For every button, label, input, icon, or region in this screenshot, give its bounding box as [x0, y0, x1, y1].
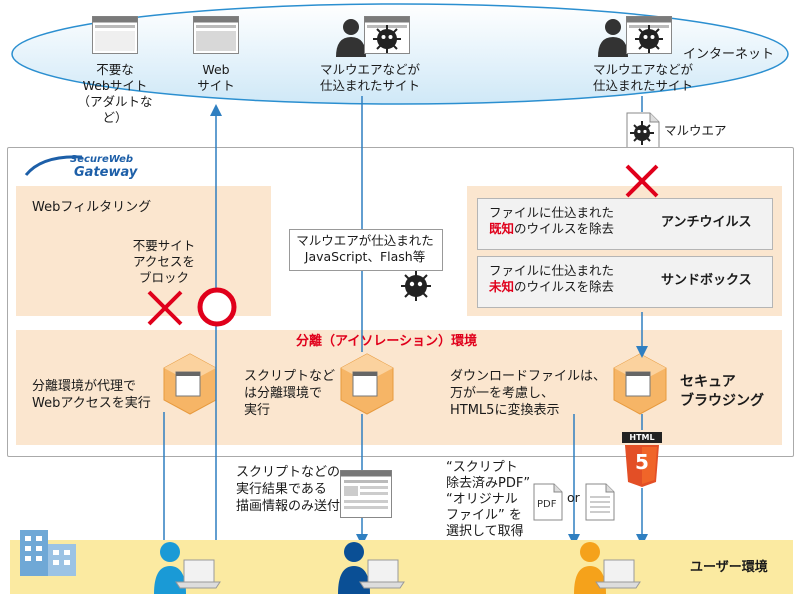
download-text-line: 万が一を考慮し、 — [450, 386, 555, 401]
download-text-line: HTML5に変換表示 — [450, 403, 560, 418]
proxy-text-line: 分離環境が代理で — [32, 379, 137, 394]
render-info-icon — [340, 470, 392, 518]
download-text: ダウンロードファイルは、 万が一を考慮し、 HTML5に変換表示 — [450, 368, 606, 419]
antivirus-line2-rest: のウイルスを除去 — [514, 221, 615, 236]
secure-browsing-line: ブラウジング — [680, 393, 764, 409]
malware-doc-label: マルウエア — [664, 123, 727, 138]
script-result-line: 実行結果である — [236, 482, 327, 497]
script-result-text: スクリプトなどの 実行結果である 描画情報のみ送付 — [236, 464, 340, 515]
malware-site-line: 仕込まれたサイト — [592, 78, 693, 93]
block-text-line: ブロック — [138, 270, 189, 285]
unwanted-site-line: 不要な — [96, 62, 134, 77]
block-text-line: 不要サイト — [132, 238, 196, 253]
web-site-label: Web サイト — [186, 62, 246, 94]
script-isolation-line: 実行 — [244, 403, 271, 418]
sandbox-card — [477, 256, 773, 308]
building-icon — [20, 530, 76, 576]
block-text-line: アクセスを — [133, 254, 195, 269]
unwanted-site-line: Webサイト — [82, 78, 148, 93]
pdf-label: PDF — [537, 499, 557, 510]
isolation-cube-icon — [163, 353, 217, 415]
download-text-line: ダウンロードファイルは、 — [450, 369, 607, 384]
web-site-line: サイト — [197, 78, 235, 93]
pdf-choice-line: “オリジナル — [446, 492, 518, 507]
virus-icon — [373, 25, 401, 53]
web-site-line: Web — [202, 62, 230, 77]
pdf-choice-text: “スクリプト 除去済みPDF” “オリジナル ファイル” を 選択して取得 — [446, 460, 530, 540]
sandbox-line2: 未知のウイルスを除去 — [489, 279, 614, 295]
html5-icon — [622, 432, 662, 487]
unwanted-site-label: 不要な Webサイト （アダルトなど） — [70, 62, 160, 126]
gateway-logo-line1: SecureWeb — [70, 154, 134, 165]
html5-digit: 5 — [635, 450, 649, 474]
html5-label: HTML — [629, 433, 655, 442]
user-with-laptop-icon — [338, 542, 405, 594]
script-isolation-line: スクリプトなど — [244, 369, 336, 384]
unwanted-site-line: （アダルトなど） — [77, 94, 153, 125]
browser-window-icon — [92, 16, 138, 54]
original-file-icon — [585, 483, 615, 521]
user-with-laptop-icon — [574, 542, 641, 594]
malware-site-line: マルウエアなどが — [592, 62, 693, 77]
internet-label: インターネット — [683, 47, 775, 62]
virus-icon — [635, 25, 663, 53]
sandbox-desc: ファイルに仕込まれた 未知のウイルスを除去 — [489, 263, 614, 295]
unknown-emphasis: 未知 — [489, 279, 515, 294]
browser-window-icon — [193, 16, 239, 54]
malware-site-label: マルウエアなどが 仕込まれたサイト — [578, 62, 708, 94]
malware-site-label: マルウエアなどが 仕込まれたサイト — [305, 62, 435, 94]
user-with-laptop-icon — [154, 542, 221, 594]
antivirus-line2: 既知のウイルスを除去 — [489, 221, 614, 237]
malware-site-line: 仕込まれたサイト — [319, 78, 420, 93]
pdf-choice-line: “スクリプト — [446, 460, 518, 475]
sandbox-label: サンドボックス — [661, 273, 752, 288]
pdf-file-icon — [533, 483, 563, 521]
known-emphasis: 既知 — [489, 221, 515, 236]
antivirus-label: アンチウイルス — [661, 215, 752, 230]
isolation-cube-icon — [340, 353, 394, 415]
script-result-line: 描画情報のみ送付 — [236, 499, 341, 514]
script-isolation-text: スクリプトなど は分離環境で 実行 — [244, 368, 335, 419]
malware-site-line: マルウエアなどが — [319, 62, 420, 77]
proxy-text: 分離環境が代理で Webアクセスを実行 — [32, 378, 151, 412]
antivirus-desc: ファイルに仕込まれた 既知のウイルスを除去 — [489, 205, 614, 237]
js-callout — [289, 229, 443, 271]
malware-document-icon — [626, 112, 660, 156]
pdf-choice-line: 選択して取得 — [446, 524, 524, 539]
hacker-silhouette-icon — [336, 19, 366, 57]
block-text: 不要サイト アクセスを ブロック — [118, 238, 210, 286]
proxy-text-line: Webアクセスを実行 — [32, 396, 151, 411]
gateway-logo-line2: Gateway — [74, 165, 138, 180]
isolation-title: 分離（アイソレーション）環境 — [296, 334, 478, 349]
gateway-logo-swoosh — [24, 155, 83, 176]
gateway-logo: SecureWeb Gateway — [22, 153, 162, 183]
pdf-choice-line: 除去済みPDF” — [446, 476, 531, 491]
script-result-line: スクリプトなどの — [236, 465, 341, 480]
secure-browsing-label: セキュア ブラウジング — [680, 373, 764, 411]
virus-icon — [401, 271, 431, 301]
antivirus-card — [477, 198, 773, 250]
web-filtering-title: Webフィルタリング — [32, 200, 152, 215]
or-label: or — [567, 490, 580, 505]
isolation-cube-icon — [613, 353, 667, 415]
secure-browsing-line: セキュア — [680, 374, 736, 390]
sandbox-line2-rest: のウイルスを除去 — [514, 279, 615, 294]
hacker-silhouette-icon — [598, 19, 628, 57]
js-callout-text: マルウエアが仕込まれた JavaScript、Flash等 — [289, 233, 441, 265]
js-callout-line: JavaScript、Flash等 — [304, 249, 426, 264]
sandbox-line1: ファイルに仕込まれた — [489, 263, 615, 278]
antivirus-line1: ファイルに仕込まれた — [489, 205, 615, 220]
script-isolation-line: は分離環境で — [244, 386, 323, 401]
pdf-choice-line: ファイル” を — [446, 508, 522, 523]
user-env-label: ユーザー環境 — [690, 560, 768, 575]
js-callout-line: マルウエアが仕込まれた — [296, 233, 434, 248]
